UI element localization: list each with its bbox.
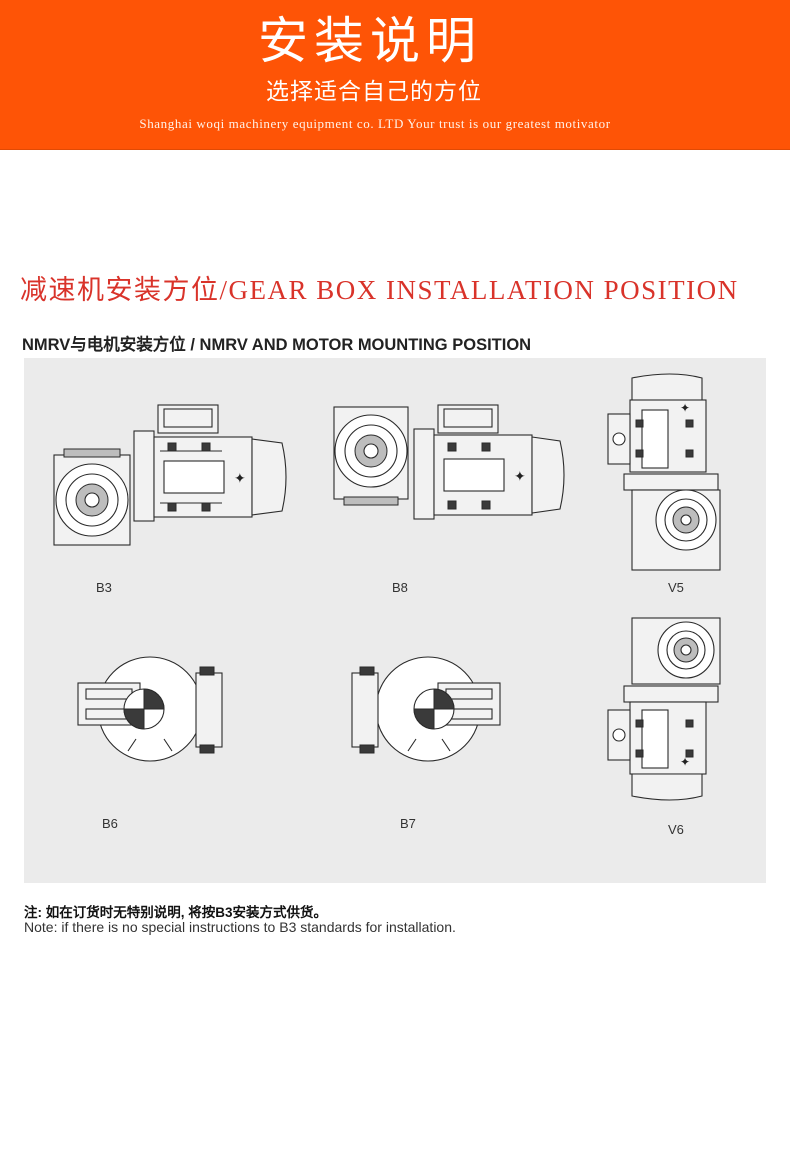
position-b6-diagram: B6 <box>74 653 314 903</box>
b7-gearbox-drawing <box>351 656 501 762</box>
banner-subtitle: 选择适合自己的方位 <box>266 79 482 105</box>
position-label: B8 <box>392 580 408 595</box>
mounting-positions-panel: ✦ B3 ✦ <box>24 358 766 883</box>
b3-gearbox-drawing: ✦ <box>53 404 287 546</box>
v6-gearbox-drawing: ✦ <box>607 617 721 801</box>
position-v5-diagram: ✦ V5 <box>602 370 790 620</box>
position-label: B7 <box>400 816 416 831</box>
position-b7-diagram: B7 <box>346 653 586 903</box>
position-label: V5 <box>668 580 684 595</box>
company-tagline: Shanghai woqi machinery equipment co. LT… <box>139 116 611 131</box>
svg-text:✦: ✦ <box>514 469 526 485</box>
header-banner: 安装说明 选择适合自己的方位 Shanghai woqi machinery e… <box>0 0 790 150</box>
note-english: Note: if there is no special instruction… <box>24 919 456 935</box>
position-label: B3 <box>96 580 112 595</box>
position-v6-diagram: ✦ V6 <box>602 616 790 866</box>
svg-text:✦: ✦ <box>680 755 690 769</box>
svg-text:✦: ✦ <box>234 471 246 487</box>
b8-gearbox-drawing: ✦ <box>333 404 565 520</box>
banner-title: 安装说明 <box>258 12 482 70</box>
position-b3-diagram: ✦ B3 <box>52 403 292 653</box>
position-label: B6 <box>102 816 118 831</box>
v5-gearbox-drawing: ✦ <box>607 373 721 571</box>
position-label: V6 <box>668 822 684 837</box>
mounting-subtitle: NMRV与电机安装方位 / NMRV AND MOTOR MOUNTING PO… <box>22 336 532 354</box>
b6-gearbox-drawing <box>77 656 223 762</box>
position-b8-diagram: ✦ B8 <box>330 403 570 653</box>
section-title: 减速机安装方位/GEAR BOX INSTALLATION POSITION <box>20 275 739 305</box>
note-chinese: 注: 如在订货时无特别说明, 将按B3安装方式供货。 <box>24 905 328 920</box>
svg-text:✦: ✦ <box>680 401 690 415</box>
